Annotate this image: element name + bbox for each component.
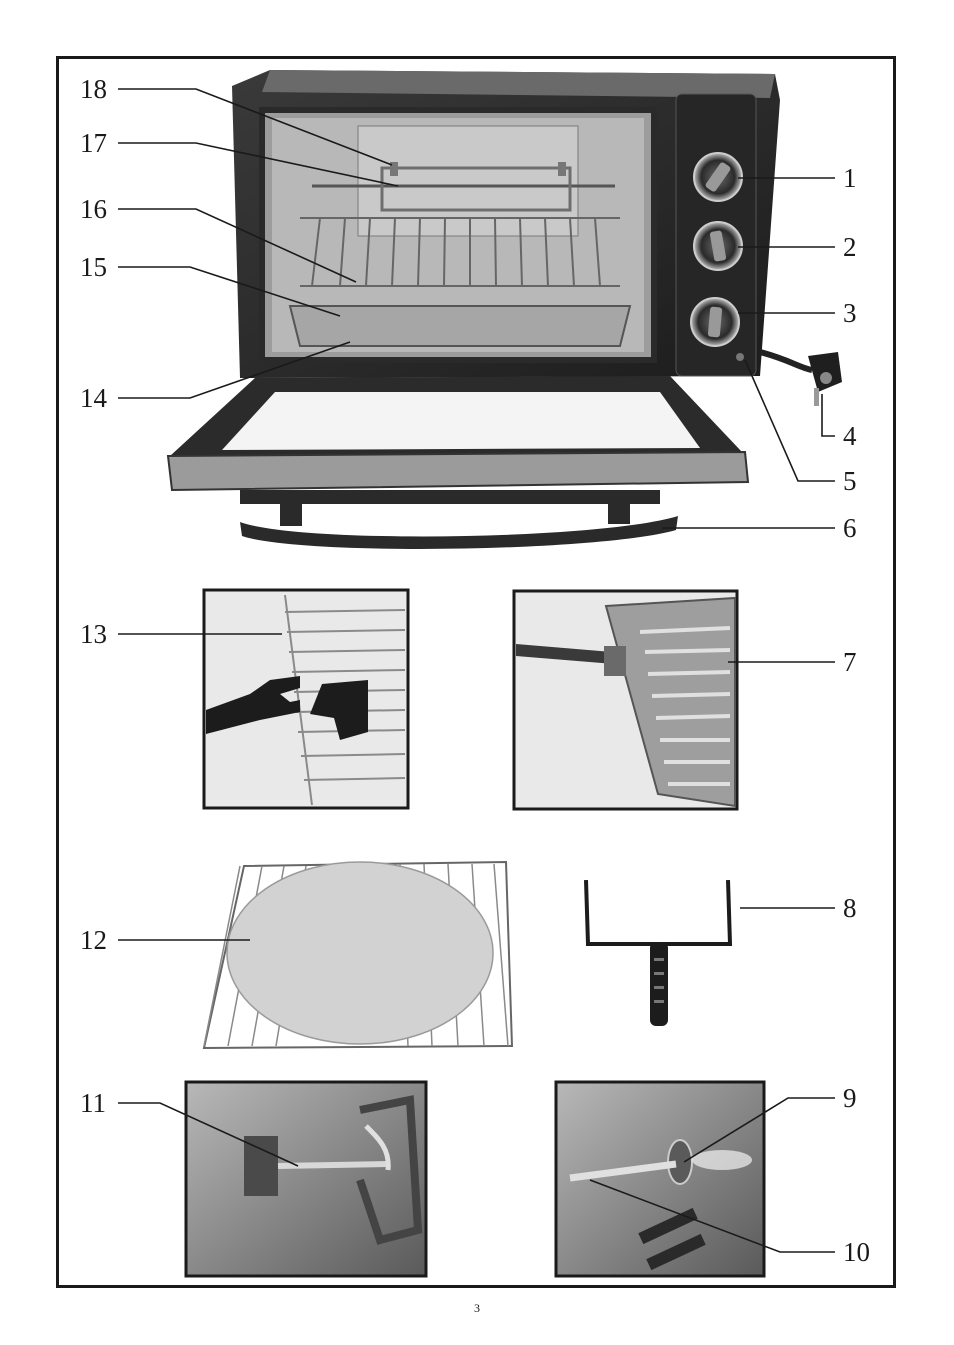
spit-socket-photo	[556, 1082, 764, 1276]
callout-3: 3	[843, 300, 857, 327]
callout-8: 8	[843, 895, 857, 922]
callout-6: 6	[843, 515, 857, 542]
rotisserie-handle-drawing	[586, 880, 730, 1026]
callout-11: 11	[80, 1090, 106, 1117]
baking-tray-photo	[514, 591, 737, 809]
callout-2: 2	[843, 234, 857, 261]
callout-4: 4	[843, 423, 857, 450]
spit-support-photo	[186, 1082, 426, 1276]
callout-1: 1	[843, 165, 857, 192]
callout-7: 7	[843, 649, 857, 676]
callout-12: 12	[80, 927, 107, 954]
callout-9: 9	[843, 1085, 857, 1112]
rack-handler-photo	[204, 590, 408, 808]
page-number: 3	[0, 1301, 954, 1316]
callout-16: 16	[80, 196, 107, 223]
callout-17: 17	[80, 130, 107, 157]
oven-illustration	[168, 70, 842, 549]
callout-14: 14	[80, 385, 107, 412]
pizza-stone-photo	[204, 862, 512, 1048]
callout-5: 5	[843, 468, 857, 495]
callout-13: 13	[80, 621, 107, 648]
callout-18: 18	[80, 76, 107, 103]
callout-10: 10	[843, 1239, 870, 1266]
callout-15: 15	[80, 254, 107, 281]
